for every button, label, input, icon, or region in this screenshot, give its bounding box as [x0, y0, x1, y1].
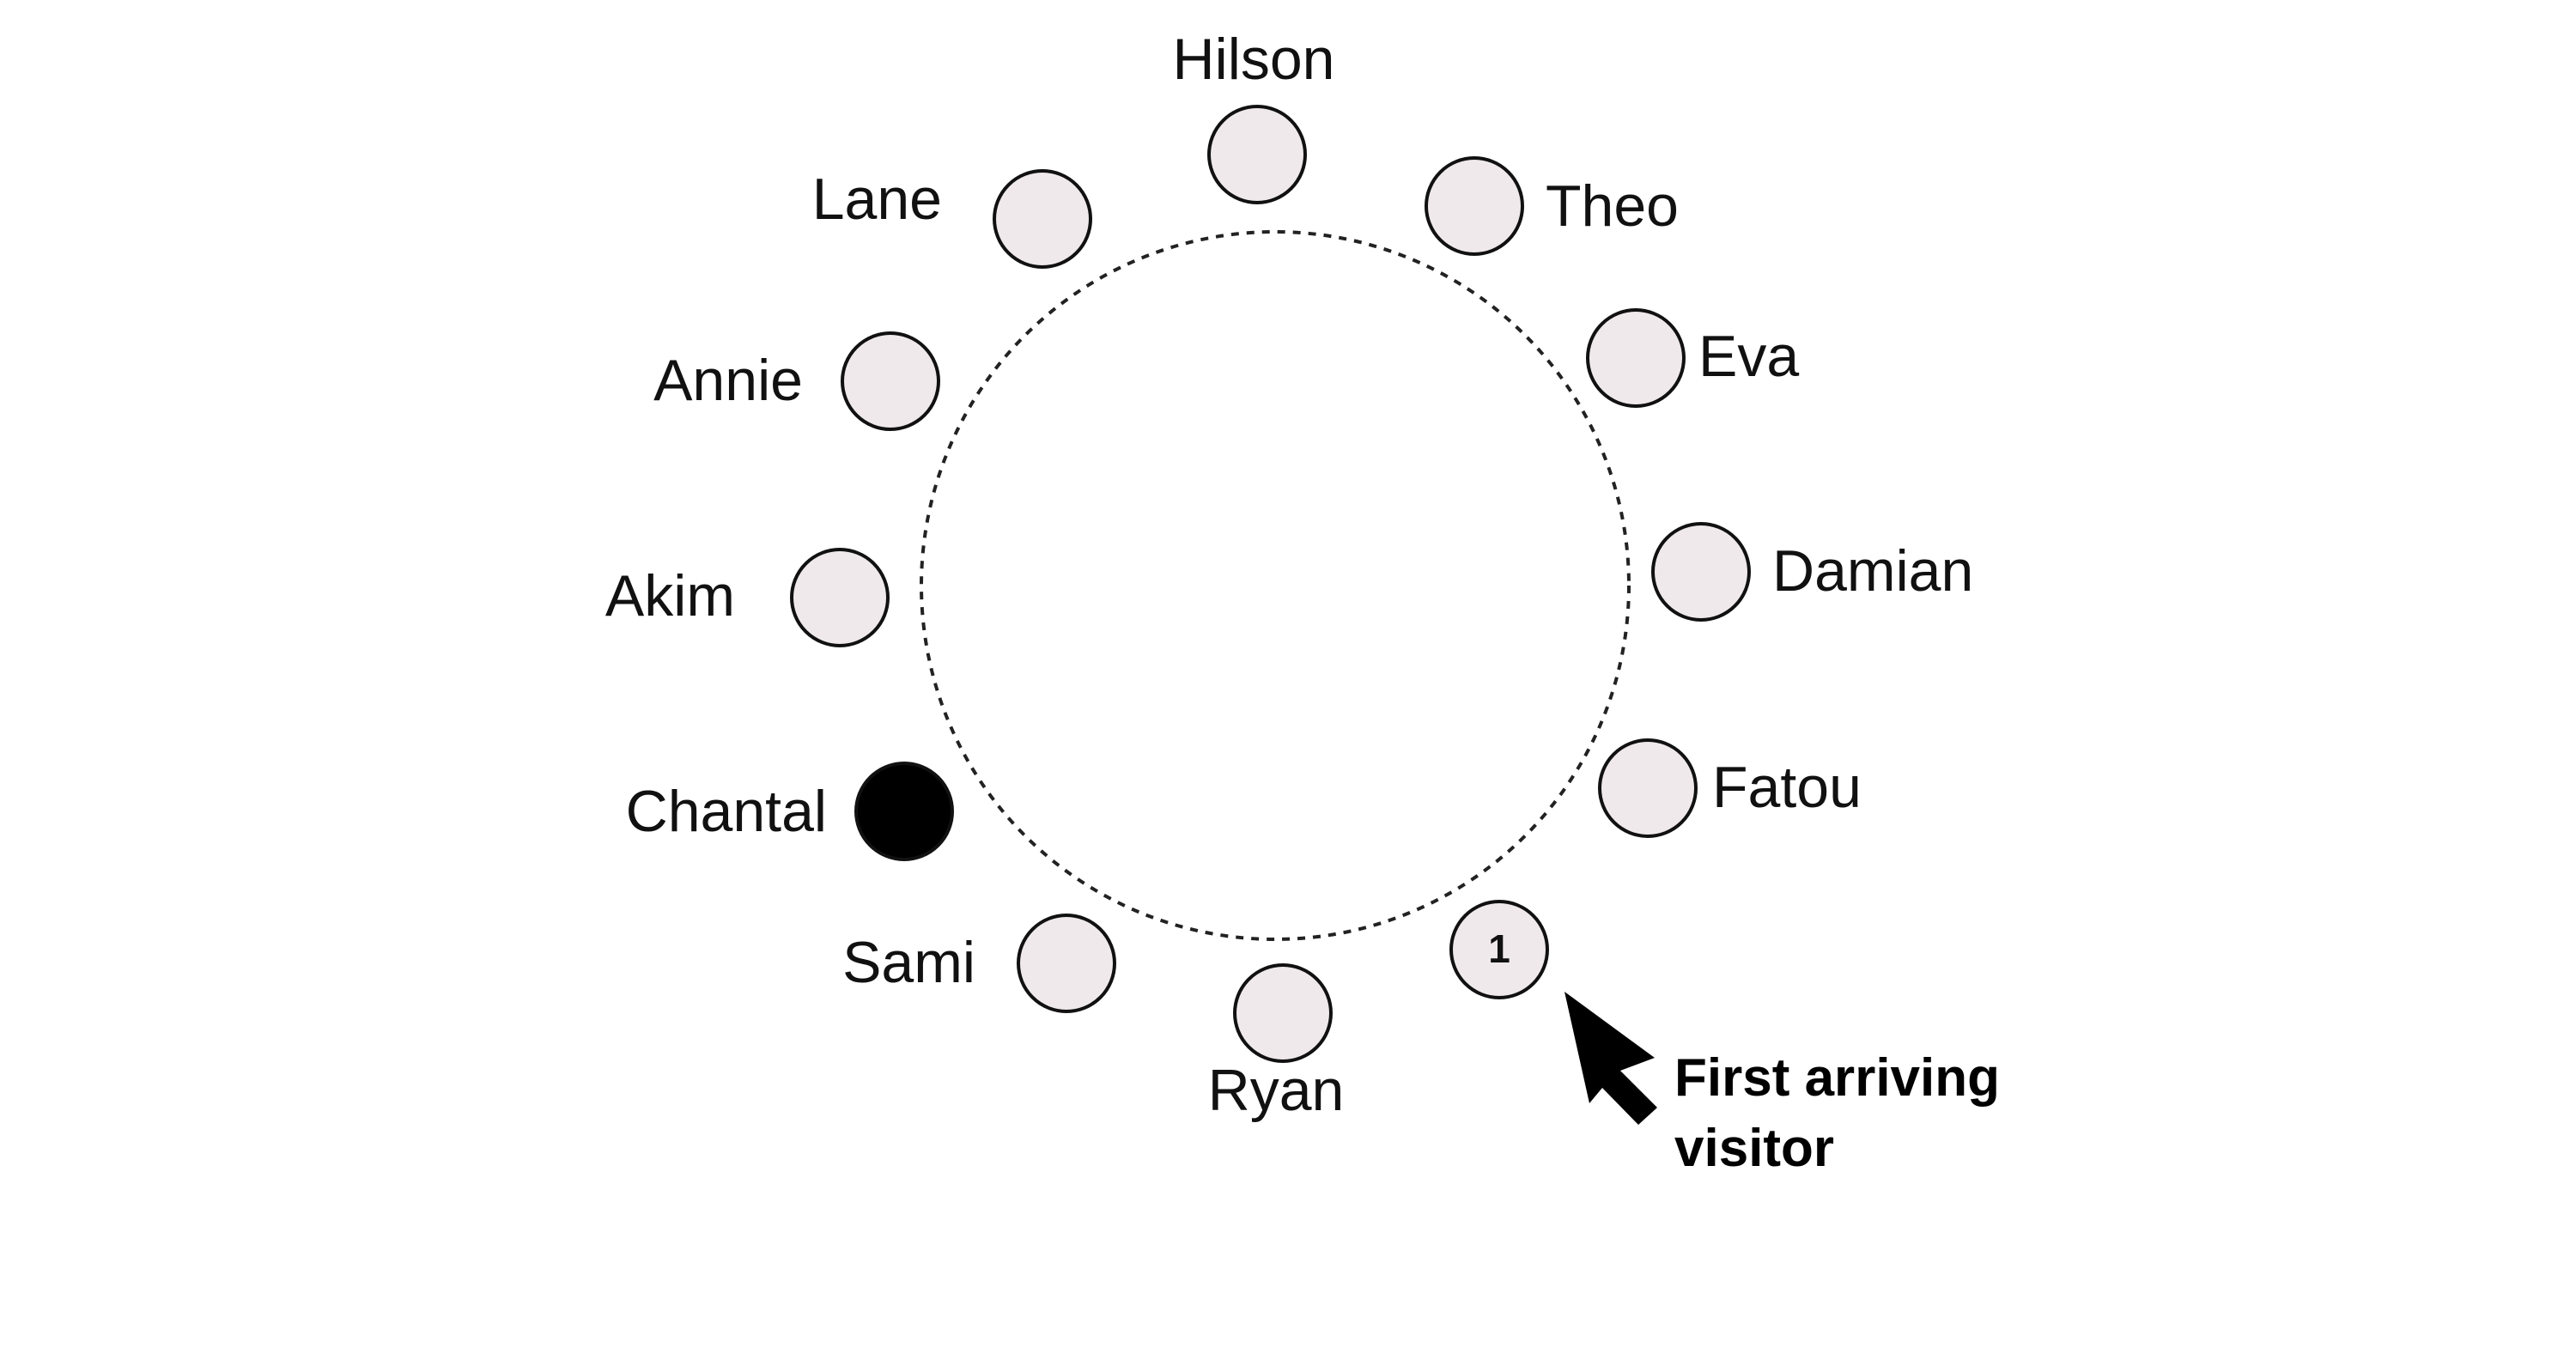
seat-circle: [1207, 105, 1307, 204]
seat-name-label: Fatou: [1712, 755, 1862, 820]
round-table: [920, 230, 1631, 941]
seat-name-label: Ryan: [1208, 1058, 1345, 1123]
seat-fatou: Fatou: [1598, 738, 1862, 838]
seat-circle: [1233, 963, 1333, 1063]
seat-circle: [1017, 914, 1116, 1013]
seat-sami: Sami: [842, 914, 1116, 1013]
seat-hilson: Hilson: [1173, 27, 1335, 204]
seat-circle: [993, 169, 1092, 269]
seat-circle: [1425, 156, 1524, 256]
seat-annie: Annie: [653, 331, 940, 431]
seat-theo: Theo: [1425, 156, 1679, 256]
seat-name-label: Lane: [812, 167, 942, 232]
seat-circle: [1449, 900, 1549, 999]
seat-circle: [1586, 308, 1686, 408]
seat-circle: [1598, 738, 1698, 838]
seat-number-label: 1: [1488, 926, 1510, 971]
seat-chantal: Chantal: [626, 762, 954, 861]
seat-name-label: Annie: [653, 348, 803, 413]
seat-name-label: Akim: [605, 563, 735, 628]
seat-ryan: Ryan: [1208, 963, 1345, 1123]
seat-name-label: Chantal: [626, 779, 827, 844]
arrow-cursor-icon: [1564, 992, 1657, 1125]
seat-circle: [1651, 522, 1751, 622]
seat-circle: [790, 548, 890, 647]
seat-name-label: Eva: [1698, 324, 1799, 389]
seat-circle: [841, 331, 940, 431]
seat-akim: Akim: [605, 548, 890, 647]
seat-eva: Eva: [1586, 308, 1799, 408]
seat-first-visitor: 1: [1449, 900, 1549, 999]
seat-circle: [854, 762, 954, 861]
seat-name-label: Hilson: [1173, 27, 1335, 92]
callout-line-1: First arriving: [1674, 1048, 2000, 1108]
seat-damian: Damian: [1651, 522, 1973, 622]
seat-name-label: Sami: [842, 930, 975, 995]
seat-name-label: Damian: [1772, 538, 1973, 604]
seat-name-label: Theo: [1546, 173, 1679, 239]
seat-lane: Lane: [812, 167, 1092, 269]
callout-line-2: visitor: [1674, 1119, 1834, 1178]
